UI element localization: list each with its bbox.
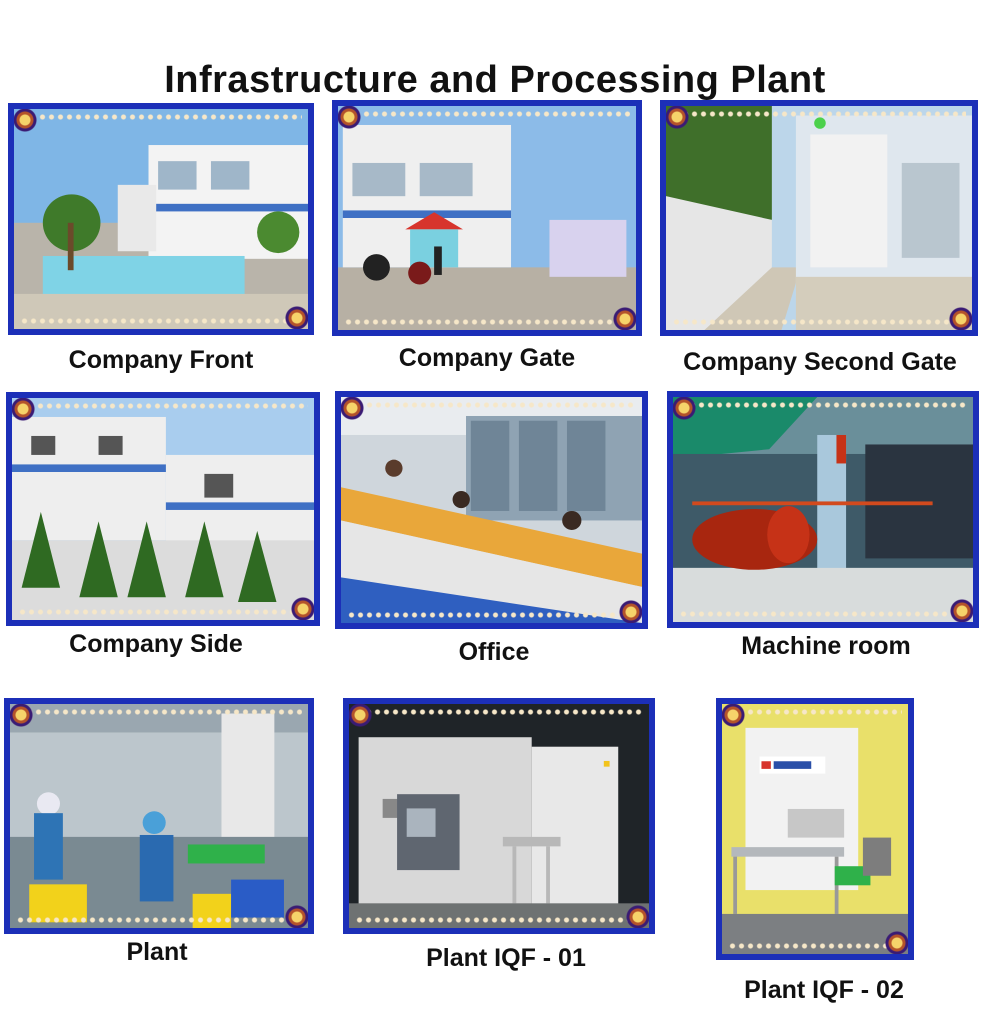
photo-plant-iqf-02 [716, 698, 914, 960]
plant-iqf-01-image [349, 704, 649, 928]
photo-plant [4, 698, 314, 934]
photo-company-gate [332, 100, 642, 336]
office-image [341, 397, 642, 623]
photo-company-second-gate [660, 100, 978, 336]
caption-plant: Plant [126, 938, 188, 966]
caption-office: Office [458, 638, 530, 666]
machine-room-image [673, 397, 973, 622]
caption-company-second-gate: Company Second Gate [683, 348, 957, 376]
photo-plant-iqf-01 [343, 698, 655, 934]
company-front-image [14, 109, 308, 329]
plant-iqf-02-image [722, 704, 908, 954]
page-title: Infrastructure and Processing Plant [164, 59, 826, 102]
caption-plant-iqf-02: Plant IQF - 02 [744, 976, 904, 1004]
photo-company-front [8, 103, 314, 335]
company-second-gate-image [666, 106, 972, 330]
photo-office [335, 391, 648, 629]
photo-machine-room [667, 391, 979, 628]
caption-machine-room: Machine room [741, 632, 911, 660]
company-gate-image [338, 106, 636, 330]
caption-company-gate: Company Gate [398, 344, 576, 372]
caption-company-front: Company Front [68, 346, 254, 374]
caption-company-side: Company Side [69, 630, 243, 658]
plant-image [10, 704, 308, 928]
photo-company-side [6, 392, 320, 626]
company-side-image [12, 398, 314, 620]
caption-plant-iqf-01: Plant IQF - 01 [426, 944, 586, 972]
